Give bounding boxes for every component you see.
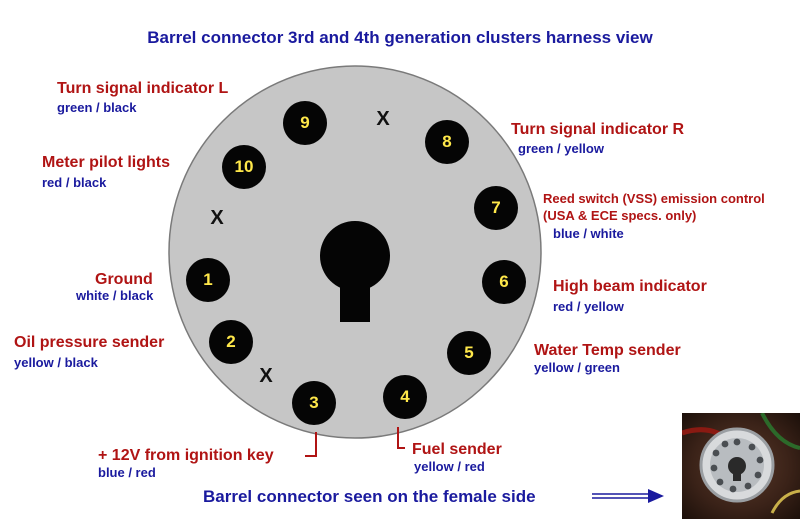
pin4-leader-line <box>397 427 405 449</box>
caption-arrow <box>592 489 664 503</box>
pin6-function-label: High beam indicator <box>553 278 707 295</box>
pin-5: 5 <box>447 331 491 375</box>
pin4-function-label: Fuel sender <box>412 441 502 458</box>
pin10-function-label: Meter pilot lights <box>42 154 170 171</box>
pin3-wire-label: blue / red <box>98 465 156 480</box>
unused-position-mark: X <box>376 108 390 130</box>
connector-photo <box>682 413 800 519</box>
pin8-function-label: Turn signal indicator R <box>511 121 685 138</box>
pin-9: 9 <box>283 101 327 145</box>
page-title: Barrel connector 3rd and 4th generation … <box>147 28 653 47</box>
pin-2: 2 <box>209 320 253 364</box>
pin10-wire-label: red / black <box>42 175 107 190</box>
pin1-function-label: Ground <box>95 271 153 288</box>
pin-1: 1 <box>186 258 230 302</box>
pin-4: 4 <box>383 375 427 419</box>
pin5-wire-label: yellow / green <box>534 360 620 375</box>
pin2-wire-label: yellow / black <box>14 355 98 370</box>
pin-7: 7 <box>474 186 518 230</box>
pin5-function-label: Water Temp sender <box>534 342 681 359</box>
pin8-wire-label: green / yellow <box>518 141 604 156</box>
pin7-function-label: Reed switch (VSS) emission control <box>543 191 765 206</box>
pin-8: 8 <box>425 120 469 164</box>
pin1-wire-label: white / black <box>76 288 154 303</box>
pin4-wire-label: yellow / red <box>414 459 485 474</box>
bottom-caption: Barrel connector seen on the female side <box>203 487 536 506</box>
pin7-wire-label: blue / white <box>553 226 624 241</box>
pin3-function-label: + 12V from ignition key <box>98 447 274 464</box>
pin9-wire-label: green / black <box>57 100 137 115</box>
pin-6: 6 <box>482 260 526 304</box>
pin3-leader-line <box>305 432 317 457</box>
unused-position-mark: X <box>210 207 224 229</box>
pin9-function-label: Turn signal indicator L <box>57 80 229 97</box>
pin7-note-label: (USA & ECE specs. only) <box>543 208 697 223</box>
unused-position-mark: X <box>259 365 273 387</box>
pin2-function-label: Oil pressure sender <box>14 334 165 351</box>
pin-10: 10 <box>222 145 266 189</box>
pin6-wire-label: red / yellow <box>553 299 624 314</box>
center-keyway <box>320 221 390 322</box>
pin-3: 3 <box>292 381 336 425</box>
